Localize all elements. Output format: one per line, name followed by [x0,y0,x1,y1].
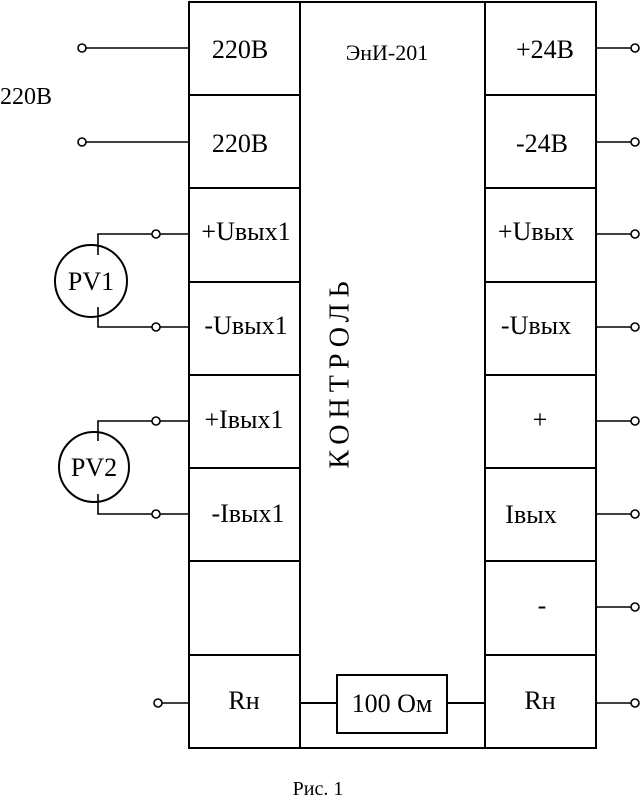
right-terminal-6: Iвых [505,500,556,529]
device-model: ЭнИ-201 [346,40,429,65]
right-terminal-7: - [538,591,547,620]
resistor-label: 100 Ом [352,689,433,718]
left-terminal-1: 220В [212,35,268,64]
left-terminal-2: 220В [212,129,268,158]
right-terminal-8: Rн [524,686,555,715]
left-terminal-5: +Iвых1 [204,405,283,434]
left-row-dividers [189,94,300,656]
right-terminal-2: -24В [516,129,568,158]
left-load-lead [153,698,189,708]
pv1-meter [54,244,128,318]
right-terminal-4: -Uвых [501,311,571,340]
pv2-meter [58,431,130,503]
right-terminal-leads [596,43,640,708]
control-label: КОНТРОЛЬ [324,275,355,468]
right-terminal-1: +24В [516,35,574,64]
left-terminal-4: -Uвых1 [204,311,287,340]
right-row-dividers [485,94,596,656]
left-terminal-6: -Iвых1 [211,499,284,528]
supply-voltage-label: 220В [0,84,52,110]
supply-leads [77,43,189,147]
figure-caption: Рис. 1 [293,778,344,800]
left-terminal-8: Rн [228,686,259,715]
right-terminal-5: + [533,405,548,434]
pv1-label: PV1 [68,267,114,296]
pv2-wiring [97,416,189,519]
left-terminal-3: +Uвых1 [201,217,290,246]
pv2-label: PV2 [71,453,117,482]
right-terminal-3: +Uвых [498,217,574,246]
pv1-wiring [97,229,189,332]
